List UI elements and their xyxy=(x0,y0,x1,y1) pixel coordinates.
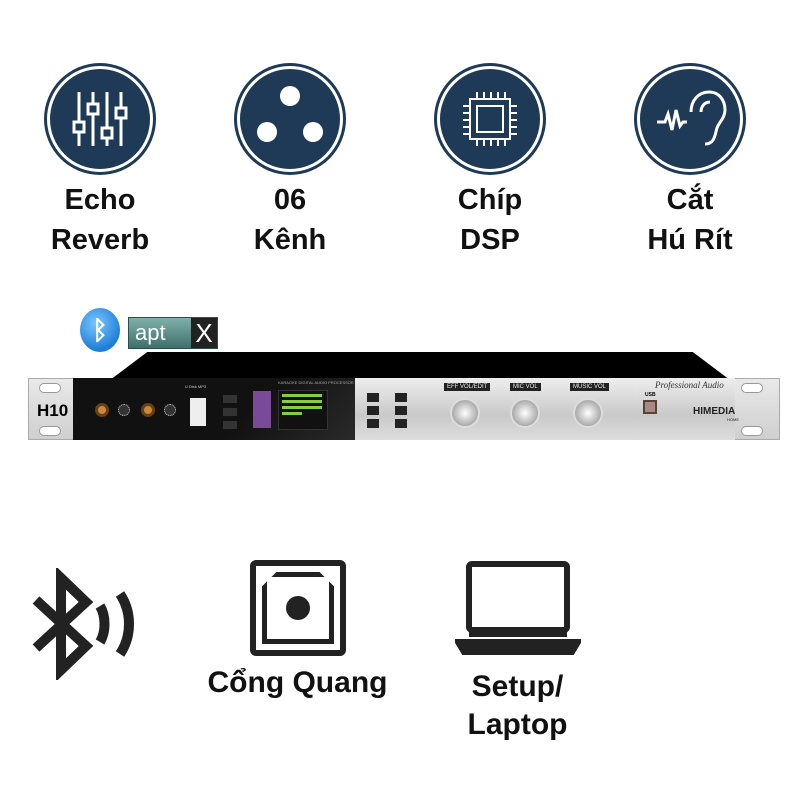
optical-label: Cổng Quang xyxy=(207,666,388,699)
brand-logo: HIMEDIA xyxy=(693,406,736,417)
dsp-chip-icon xyxy=(437,66,543,172)
panel-button[interactable] xyxy=(395,406,407,415)
music-vol-knob[interactable] xyxy=(573,398,603,428)
mic-jack-2 xyxy=(141,403,155,417)
preset-button[interactable] xyxy=(223,408,237,416)
usb-a-port[interactable] xyxy=(190,398,206,426)
front-panel-silver: EFF VOL/EDIT MIC VOL MUSIC VOL USB Profe… xyxy=(355,378,739,440)
preset-button[interactable] xyxy=(223,421,237,429)
model-label: H10 xyxy=(37,401,69,420)
front-panel-black: KARAOKE DIGITAL AUDIO PROCESSOR U Disk M… xyxy=(73,378,358,440)
slogan: Professional Audio xyxy=(655,380,724,390)
usb-b-port[interactable] xyxy=(643,400,657,414)
rack-ear-left: H10 xyxy=(28,378,78,440)
usb-label: USB xyxy=(645,392,656,398)
optical-port-icon xyxy=(250,560,346,656)
ear-soundwave-icon xyxy=(637,66,743,172)
rack-ear-right xyxy=(730,378,780,440)
bluetooth-indicator xyxy=(253,391,271,428)
setup-laptop-label: Setup/Laptop xyxy=(467,670,568,741)
bluetooth-icon xyxy=(28,566,148,685)
mic-vol-knob[interactable] xyxy=(510,398,540,428)
panel-button[interactable] xyxy=(367,419,379,428)
knob-label: MIC VOL xyxy=(510,383,541,391)
bluetooth-logo-icon: ᛒ xyxy=(80,308,120,352)
xlr-connector-icon xyxy=(237,66,343,172)
panel-button[interactable] xyxy=(395,393,407,402)
eff-vol-knob[interactable] xyxy=(450,398,480,428)
panel-button[interactable] xyxy=(367,393,379,402)
preset-button[interactable] xyxy=(223,395,237,403)
device-top-cover xyxy=(110,352,730,380)
mic-jack-1 xyxy=(95,403,109,417)
brand-sub: HOME xyxy=(727,417,739,422)
laptop-icon xyxy=(452,560,584,665)
mic-knob-2[interactable] xyxy=(164,404,176,416)
panel-button[interactable] xyxy=(395,419,407,428)
panel-button[interactable] xyxy=(367,406,379,415)
knob-label: EFF VOL/EDIT xyxy=(444,383,491,391)
mic-knob-1[interactable] xyxy=(118,404,130,416)
knob-label: MUSIC VOL xyxy=(570,383,610,391)
lcd-display xyxy=(278,390,328,430)
usb-port-label: U Disk MP3 xyxy=(185,384,207,389)
processor-label: KARAOKE DIGITAL AUDIO PROCESSOR xyxy=(278,380,354,385)
equalizer-sliders-icon xyxy=(47,66,153,172)
